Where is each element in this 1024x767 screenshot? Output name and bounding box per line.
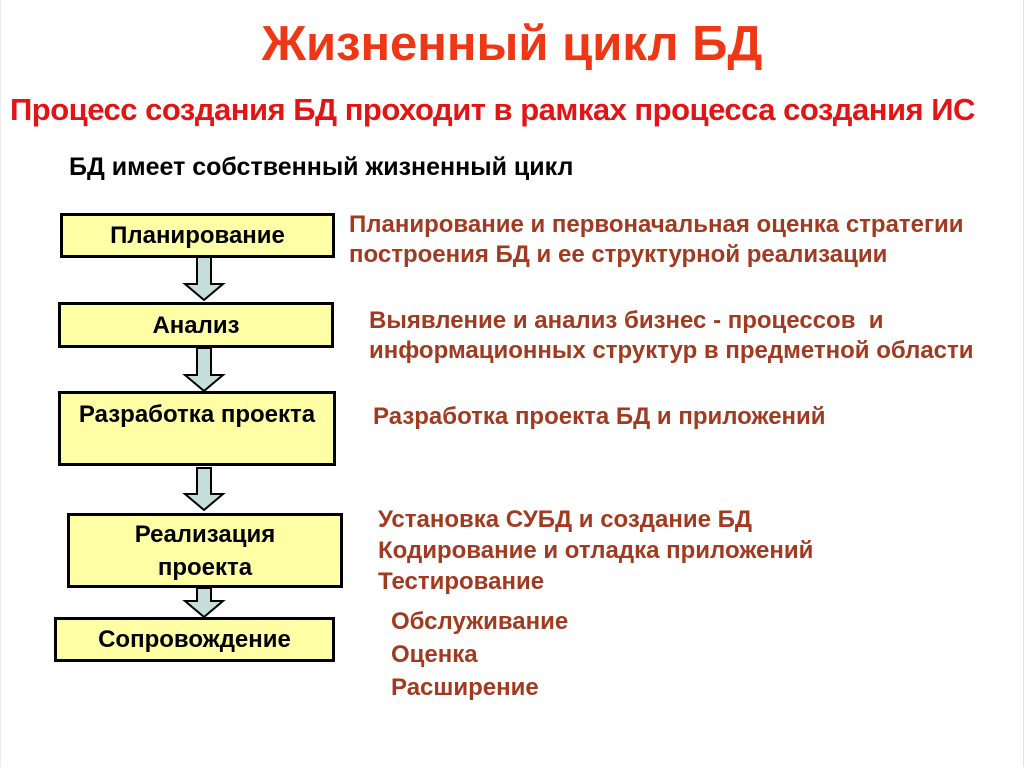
stage-description-planning: Планирование и первоначальная оценка стр…	[349, 210, 964, 270]
arrow-down-icon	[182, 467, 226, 511]
stage-box-design: Разработка проекта	[58, 391, 336, 466]
stage-description-maintenance: Обслуживание Оценка Расширение	[391, 605, 568, 704]
description-line: построения БД и ее структурной реализаци…	[349, 241, 888, 268]
stage-label: Планирование	[110, 222, 285, 249]
stage-description-implementation: Установка СУБД и создание БД Кодирование…	[378, 504, 813, 597]
stage-label: Анализ	[152, 311, 240, 339]
arrow-down-icon	[182, 256, 226, 301]
description-line: Планирование и первоначальная оценка стр…	[349, 211, 964, 238]
description-line: Расширение	[391, 674, 539, 701]
stage-description-design: Разработка проекта БД и приложений	[373, 402, 826, 432]
description-line: Выявление и анализ бизнес - процессов и	[369, 307, 884, 334]
stage-description-analysis: Выявление и анализ бизнес - процессов и …	[369, 306, 974, 366]
intro-text: БД имеет собственный жизненный цикл	[69, 153, 574, 181]
stage-label: Сопровождение	[98, 626, 291, 653]
description-line: Разработка проекта БД и приложений	[373, 403, 826, 430]
stage-label: Реализация	[134, 520, 276, 548]
description-line: Кодирование и отладка приложений	[378, 537, 814, 564]
page-title: Жизненный цикл БД	[261, 17, 763, 71]
subtitle: Процесс создания БД проходит в рамках пр…	[10, 92, 975, 127]
stage-box-maintenance: Сопровождение	[54, 617, 335, 662]
stage-box-planning: Планирование	[60, 213, 335, 258]
description-line: Обслуживание	[391, 608, 569, 635]
stage-label: Разработка проекта	[78, 401, 316, 428]
description-line: информационных структур в предметной обл…	[369, 337, 974, 364]
stage-box-implementation: Реализация проекта	[67, 513, 343, 588]
description-line: Тестирование	[378, 568, 545, 595]
description-line: Оценка	[391, 641, 478, 668]
stage-label: проекта	[157, 553, 253, 581]
description-line: Установка СУБД и создание БД	[378, 506, 753, 533]
arrow-down-icon	[182, 347, 226, 392]
arrow-down-icon	[182, 587, 226, 618]
stage-box-analysis: Анализ	[58, 302, 334, 348]
